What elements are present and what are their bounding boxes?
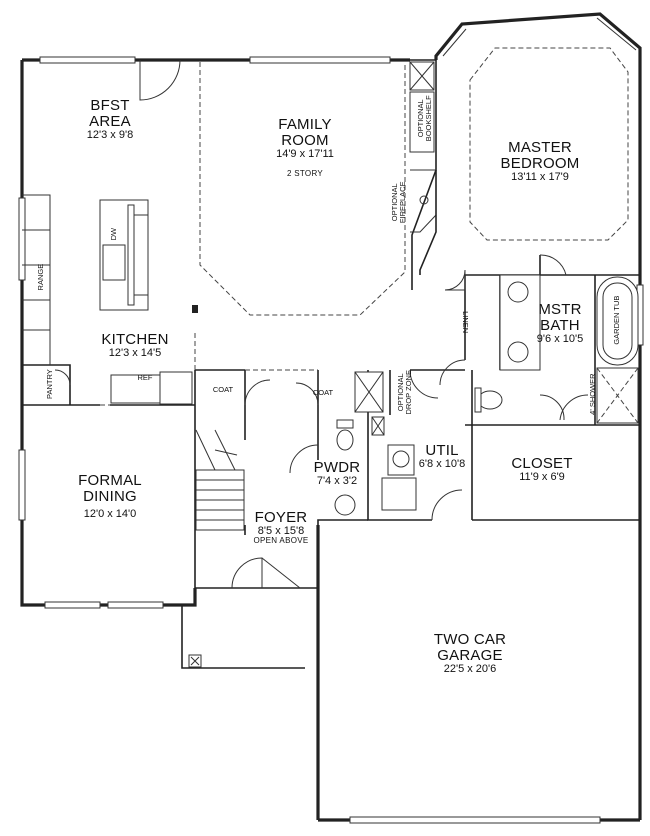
util-name: UTIL <box>425 442 459 459</box>
closet-label: CLOSET 11'9 x 6'9 <box>502 456 582 483</box>
family-note: 2 STORY <box>286 169 324 179</box>
garage-name-2: GARAGE <box>437 646 503 664</box>
linen-label: LINEN <box>461 311 471 334</box>
garage-name: TWO CAR <box>433 631 507 648</box>
optional-fireplace-line-2: FIREPLACE <box>398 181 407 224</box>
closet-dim: 11'9 x 6'9 <box>519 470 565 483</box>
shower-label: 4' SHOWER <box>587 373 597 415</box>
foyer-dim: 8'5 x 15'8 <box>257 524 305 537</box>
master-dim: 13'11 x 17'9 <box>511 170 569 183</box>
bfst-name: BFST <box>90 97 130 114</box>
coat-label-1: COAT <box>212 385 234 394</box>
optional-bookshelf-line-2: BOOKSHELF <box>424 95 433 142</box>
dining-dim: 12'0 x 14'0 <box>83 507 137 520</box>
optional-drop-zone-label: OPTIONAL DROP ZONE <box>396 360 414 424</box>
master-name-2: BEDROOM <box>500 154 580 172</box>
foyer-name: FOYER <box>254 509 308 526</box>
ref-label: REF <box>137 373 153 382</box>
pwdr-dim: 7'4 x 3'2 <box>316 474 358 487</box>
master-bedroom-label: MASTER BEDROOM 13'11 x 17'9 <box>490 140 590 183</box>
dining-name: FORMAL <box>78 472 142 489</box>
util-dim: 6'8 x 10'8 <box>418 457 466 470</box>
doors <box>54 59 589 589</box>
dining-name-2: DINING <box>83 487 137 505</box>
windows <box>18 17 644 824</box>
dw-label: DW <box>108 227 118 241</box>
foyer-note: OPEN ABOVE <box>253 536 309 546</box>
master-name: MASTER <box>508 139 572 156</box>
stairs <box>195 429 245 531</box>
garage-dim: 22'5 x 20'6 <box>443 662 497 675</box>
bfst-area-label: BFST AREA 12'3 x 9'8 <box>60 98 160 141</box>
kitchen-label: KITCHEN 12'3 x 14'5 <box>85 332 185 359</box>
garage-label: TWO CAR GARAGE 22'5 x 20'6 <box>415 632 525 675</box>
family-room-ceiling-outline <box>199 62 406 316</box>
garden-tub-label: GARDEN TUB <box>611 295 621 345</box>
closet-name: CLOSET <box>511 455 573 472</box>
mstr-bath-label: MSTR BATH 9'6 x 10'5 <box>530 302 590 345</box>
mstr-bath-name: MSTR <box>538 301 582 318</box>
family-name: FAMILY <box>278 116 332 133</box>
mstr-bath-dim: 9'6 x 10'5 <box>536 332 584 345</box>
pantry-label: PANTRY <box>44 369 54 399</box>
optional-bookshelf-label: OPTIONAL BOOKSHELF <box>416 83 434 153</box>
formal-dining-label: FORMAL DINING 12'0 x 14'0 <box>60 473 160 520</box>
optional-drop-zone-line-2: DROP ZONE <box>404 370 413 415</box>
master-ceiling-outline <box>469 47 629 241</box>
family-dim: 14'9 x 17'11 <box>276 147 334 160</box>
kitchen-dim: 12'3 x 14'5 <box>108 346 162 359</box>
coat-label-2: COAT <box>312 388 334 397</box>
bfst-name-2: AREA <box>89 112 131 130</box>
util-label: UTIL 6'8 x 10'8 <box>412 443 472 470</box>
pwdr-name: PWDR <box>313 459 361 476</box>
interior-walls <box>22 59 640 588</box>
bath-fixtures <box>334 274 639 516</box>
optional-fireplace-label: OPTIONAL FIREPLACE <box>390 166 408 238</box>
mstr-bath-name-2: BATH <box>540 316 580 334</box>
pwdr-label: PWDR 7'4 x 3'2 <box>312 460 362 487</box>
family-room-label: FAMILY ROOM 14'9 x 17'11 2 STORY <box>250 117 360 178</box>
kitchen-name: KITCHEN <box>101 331 169 348</box>
family-name-2: ROOM <box>281 131 329 149</box>
range-label: RANGE <box>35 263 45 291</box>
foyer-label: FOYER 8'5 x 15'8 OPEN ABOVE <box>246 510 316 546</box>
bfst-dim: 12'3 x 9'8 <box>86 128 134 141</box>
